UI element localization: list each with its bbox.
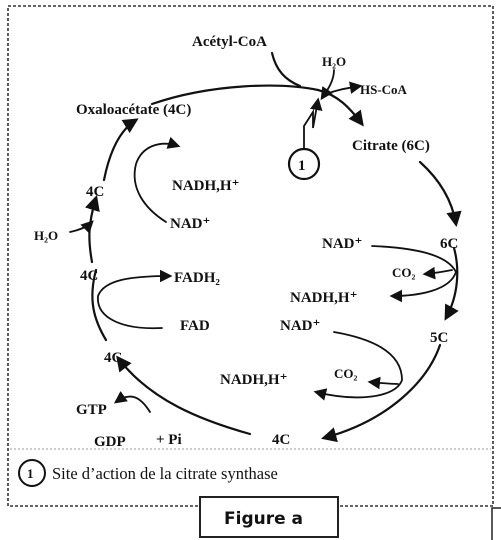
arrow-nad-reduction-2	[313, 331, 403, 401]
arrow-hscoa-out	[321, 81, 363, 97]
label-citrate: Citrate (6C)	[352, 138, 430, 154]
arrow-nad-reduction-3	[133, 136, 181, 223]
label-fad: FAD	[180, 318, 210, 334]
legend-marker	[18, 459, 46, 487]
label-nadh-2: NADH,H⁺	[290, 290, 358, 306]
figure-title: Figure a	[224, 509, 303, 529]
label-nad-2: NAD⁺	[322, 236, 362, 252]
arrow-5c-to-4c	[321, 343, 442, 443]
label-5c: 5C	[430, 330, 448, 346]
label-h2o-left: H₂O	[34, 228, 58, 243]
label-co2-1: CO₂	[392, 265, 416, 280]
arrow-4c-to-4c-lower	[116, 355, 252, 436]
legend-text: Site d’action de la citrate synthase	[52, 464, 278, 483]
label-pi: + Pi	[156, 432, 182, 448]
label-co2-2: CO₂	[334, 366, 358, 381]
label-hs-coa: HS-CoA	[360, 82, 408, 97]
site-marker-number: 1	[298, 158, 306, 174]
arrow-6c-to-5c	[444, 246, 459, 321]
arrow-citrate-to-6c	[418, 160, 462, 228]
site-marker	[287, 147, 321, 181]
site-pointer	[303, 97, 323, 149]
label-nadh-3: NADH,H⁺	[220, 372, 288, 388]
arrow-co2-release-2	[367, 376, 399, 390]
arrow-oxaloacetate-to-citrate	[150, 84, 364, 127]
corner-box	[491, 507, 501, 540]
arrow-h2o-addition	[69, 220, 94, 234]
label-fadh2: FADH₂	[174, 270, 220, 286]
label-4c-bottom: 4C	[272, 432, 290, 448]
arrow-4c-to-oxaloacetate	[102, 118, 139, 182]
label-4c-b: 4C	[80, 268, 98, 284]
arrow-gdp-to-gtp	[113, 391, 151, 413]
label-gdp: GDP	[94, 434, 126, 450]
arrow-fad-reduction	[97, 269, 173, 330]
arrow-4c-to-4c-middle	[91, 268, 108, 342]
figure-title-box	[199, 496, 339, 538]
label-oxaloacetate: Oxaloacétate (4C)	[76, 102, 191, 118]
label-nad-3: NAD⁺	[280, 318, 320, 334]
label-gtp: GTP	[76, 402, 107, 418]
arrow-acetyl-coa-entry	[270, 51, 302, 88]
label-6c: 6C	[440, 236, 458, 252]
legend-marker-number: 1	[27, 466, 34, 481]
label-nad-1: NAD⁺	[170, 216, 210, 232]
label-acetyl-coa: Acétyl-CoA	[192, 34, 267, 50]
arrow-4c-to-4c-upper	[85, 195, 100, 264]
arrow-nad-reduction-1	[371, 245, 457, 303]
diagram-frame	[7, 5, 494, 507]
label-4c-a: 4C	[86, 184, 104, 200]
label-nadh-1: NADH,H⁺	[172, 178, 240, 194]
label-h2o-top: H₂O	[322, 54, 346, 69]
arrow-co2-release-1	[422, 266, 453, 280]
label-4c-c: 4C	[104, 350, 122, 366]
